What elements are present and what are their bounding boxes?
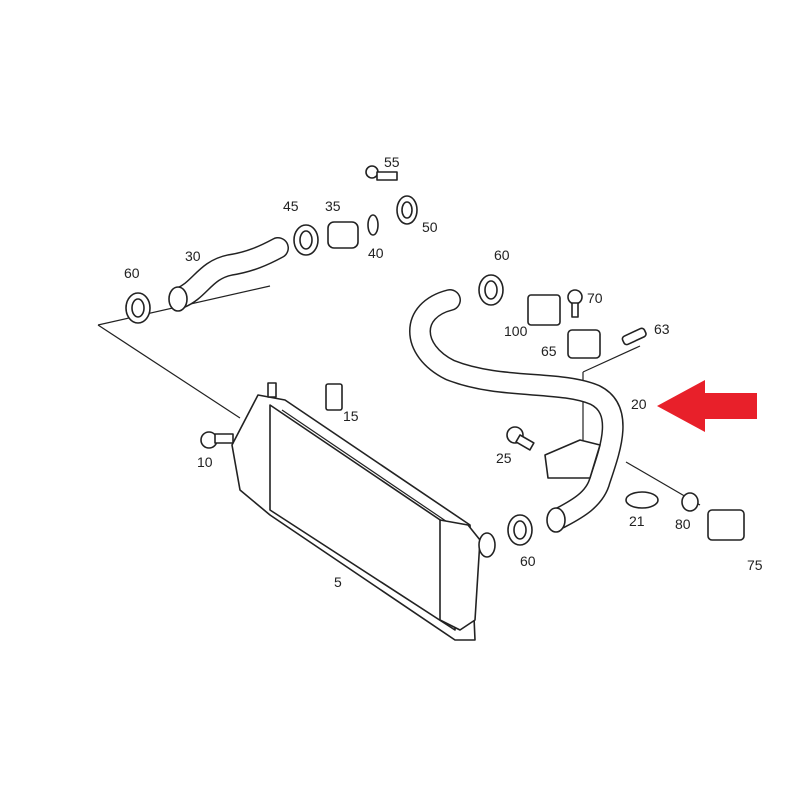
- bolt-70[interactable]: [567, 289, 583, 318]
- label-60: 60: [124, 265, 140, 281]
- label-40: 40: [368, 245, 384, 261]
- label-25: 25: [496, 450, 512, 466]
- connector-35[interactable]: [327, 221, 359, 249]
- sensor-75[interactable]: [707, 509, 745, 541]
- oring-80[interactable]: [681, 492, 699, 512]
- bolt-10[interactable]: [200, 431, 234, 449]
- oring-40[interactable]: [367, 214, 379, 236]
- label-75: 75: [747, 557, 763, 573]
- label-30: 30: [185, 248, 201, 264]
- label-60: 60: [520, 553, 536, 569]
- label-21: 21: [629, 513, 645, 529]
- label-15: 15: [343, 408, 359, 424]
- gasket-21[interactable]: [625, 491, 659, 509]
- label-45: 45: [283, 198, 299, 214]
- label-63: 63: [654, 321, 670, 337]
- label-100: 100: [504, 323, 528, 339]
- label-55: 55: [384, 154, 400, 170]
- sensor-65[interactable]: [567, 329, 601, 359]
- label-10: 10: [197, 454, 213, 470]
- clamp-60-top[interactable]: [478, 274, 504, 306]
- label-35: 35: [325, 198, 341, 214]
- label-20: 20: [631, 396, 647, 412]
- label-50: 50: [422, 219, 438, 235]
- label-5: 5: [334, 574, 342, 590]
- label-65: 65: [541, 343, 557, 359]
- label-60: 60: [494, 247, 510, 263]
- bolt-25[interactable]: [506, 426, 535, 451]
- hose-30[interactable]: [168, 237, 289, 312]
- part-labels: 55 45 35 50 40 30 60 60 70 100 63 65 20 …: [124, 154, 763, 590]
- clamp-60-left[interactable]: [125, 292, 151, 324]
- bracket-63[interactable]: [621, 327, 647, 346]
- label-80: 80: [675, 516, 691, 532]
- hose-20[interactable]: [409, 289, 624, 533]
- clip-15[interactable]: [325, 383, 343, 411]
- sensor-100[interactable]: [527, 294, 561, 326]
- bolt-55[interactable]: [365, 165, 398, 181]
- clamp-45[interactable]: [293, 224, 319, 256]
- clamp-60-bottom[interactable]: [507, 514, 533, 546]
- label-70: 70: [587, 290, 603, 306]
- clamp-50[interactable]: [396, 195, 418, 225]
- intercooler[interactable]: [231, 382, 496, 641]
- highlight-arrow: [657, 380, 757, 432]
